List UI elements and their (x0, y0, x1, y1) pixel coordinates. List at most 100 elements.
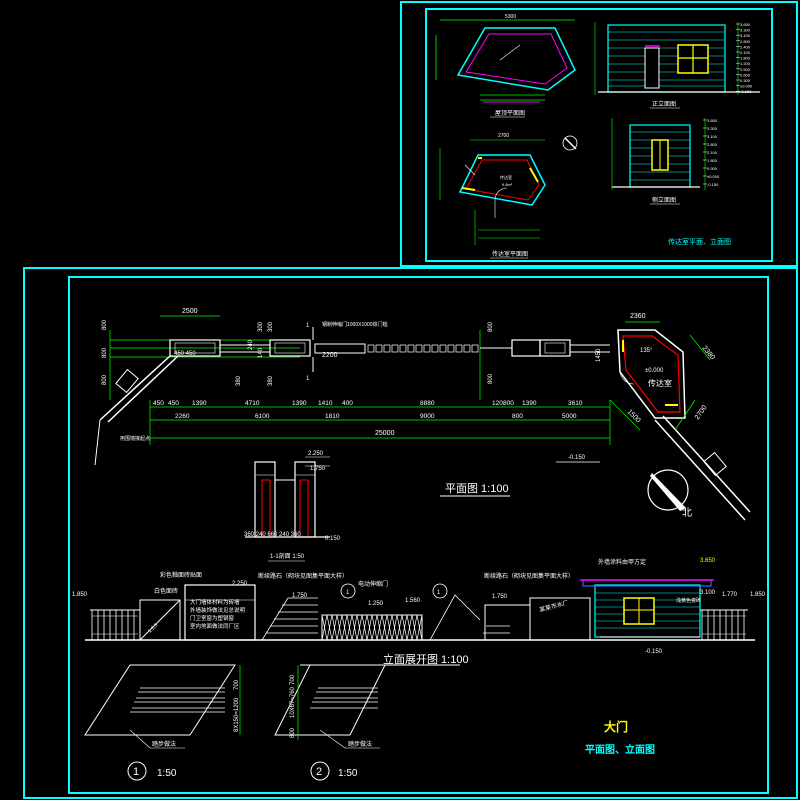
callout-mid-3: 断续路石（砌块见图集平面大样） (484, 572, 574, 580)
dim-chain-right: 800 800 (488, 321, 494, 384)
front-elev-tick: 0.600 (740, 72, 751, 77)
elevation-note-line: 外墙装饰做法见总说明 (190, 606, 246, 614)
side-elev-tick: 1.800 (707, 158, 718, 163)
detail-2-number: 2 (316, 766, 322, 778)
d1-caption: 踏步做法 (152, 740, 176, 748)
callout-right-2: 浅黄色瓷砖 (676, 597, 701, 604)
dim-row1-value: 450 (168, 400, 179, 407)
dim-vright-value: 800 (488, 373, 494, 384)
dim-row1-value: 450 (153, 400, 164, 407)
d1-v1: 700 (234, 679, 240, 690)
elev-l7: 3.650 (700, 558, 716, 564)
front-elev-tick: 2.400 (740, 44, 751, 49)
side-elev-tick: -0.150 (707, 182, 719, 187)
stair-detail-2: 700 10X67=760 800 踏步做法 2 1:50 (274, 664, 386, 781)
guard-room-label: 传达室 (648, 378, 672, 388)
front-elev-tick: 3.100 (740, 33, 751, 38)
elev-l2: 2.250 (232, 581, 248, 587)
dim-row2-value: 1810 (325, 413, 340, 420)
dim-row1-value: 400 (342, 400, 353, 407)
front-elev-tick: -0.150 (740, 89, 752, 94)
detail-2-scale: 1:50 (338, 768, 358, 779)
inset-inner-frame (425, 8, 773, 262)
section-1-1: 2.250 1.750 360 240 660 240 360 0.150 1-… (244, 451, 341, 562)
d2-v2: 10X67=760 (290, 686, 296, 718)
dim-vmid-value: 380 (268, 375, 274, 386)
side-elev-tick: 2.100 (707, 150, 718, 155)
dim-vleft-value: 800 (102, 319, 108, 330)
dim-vmid-value: 380 (236, 375, 242, 386)
front-elev-tick: 3.650 (740, 22, 751, 27)
front-elev-tick: ±0.000 (740, 84, 753, 89)
dim-row1-value: 1410 (318, 400, 333, 407)
dim-row1-value: 1390 (522, 400, 537, 407)
gate-zigzag-line (321, 614, 423, 641)
elev-l11: -0.150 (645, 649, 663, 655)
dim-total: 25000 (375, 430, 395, 437)
side-elev-tick: 3.300 (707, 126, 718, 131)
svg-text:1: 1 (346, 590, 350, 596)
inset-north-arrow (562, 135, 578, 151)
sheet-title: 大门 (604, 719, 628, 734)
svg-text:1: 1 (306, 323, 310, 329)
dim-row1-value: 1390 (192, 400, 207, 407)
dim-vmid-value: 240 (248, 339, 254, 350)
plan-left-arc-note: 用围墙接起点 (120, 435, 150, 442)
front-elevation: 3.6503.3003.1002.8002.4002.1001.8001.200… (594, 22, 760, 109)
dim-vmid-value: 140 (258, 347, 264, 358)
front-elev-title: 正立面图 (652, 100, 676, 108)
main-frame (23, 267, 798, 799)
side-elev-title: 侧立面图 (652, 196, 676, 204)
dim-row1-value: 800 (503, 400, 514, 407)
side-elev-tick: 2.800 (707, 142, 718, 147)
plan-title: 平面图 1:100 (445, 482, 509, 495)
dim-2360: 2360 (630, 313, 646, 320)
dim-vleft-value: 800 (102, 347, 108, 358)
callout-left-1: 彩色釉面砖贴面 (160, 571, 202, 579)
elevation-note-line: 大门墙体材料为砖墙 (190, 598, 240, 606)
callout-mid-1: 断续路石（砌块见图集平面大样） (258, 572, 348, 580)
svg-text:1: 1 (437, 590, 441, 596)
elev-0000: ±0.000 (645, 368, 664, 374)
section-bottom-elev: 0.150 (325, 536, 341, 542)
elevation-title: 立面展开图 1:100 (383, 652, 469, 666)
dim-450-450: 450 450 (174, 351, 196, 357)
section-top2-elev: 1.750 (310, 466, 326, 472)
elevation-note-line: 门卫室窗为塑钢窗 (190, 614, 235, 622)
elev-neg-0150: -0.150 (568, 455, 586, 461)
guard-floor-plan: 传达室 9.8m² 2700 传达室平面图 (439, 133, 578, 259)
floor-label: 传达室 (500, 174, 512, 180)
gate-zigzag-line (321, 614, 423, 641)
dim-2500: 2500 (182, 308, 198, 315)
dim-1500: 1500 (626, 408, 642, 424)
gate-track-segment (423, 344, 431, 353)
side-elevation: 3.6503.3003.1002.8002.1001.8000.900±0.00… (611, 118, 720, 205)
front-elev-tick: 3.300 (740, 28, 751, 33)
gate-track-segment (407, 344, 415, 353)
gate-elevation: 1.850 2.250 1.750 1 1 1.250 1.560 (72, 558, 766, 666)
callout-right: 外墙涂料由甲方定 (598, 558, 646, 566)
gate-track-segment (383, 344, 391, 353)
floor-plan-title: 传达室平面图 (492, 250, 528, 258)
dim-row2-value: 6100 (255, 413, 270, 420)
front-elevation-ticks: 3.6503.3003.1002.8002.4002.1001.8001.200… (736, 22, 753, 94)
callout-left-2: 白色面砖 (154, 587, 178, 595)
fence-right (701, 610, 746, 640)
dim-row2-value: 5000 (562, 413, 577, 420)
dim-vmid-value: 300 (268, 321, 274, 332)
dim-vright-value: 800 (488, 321, 494, 332)
angle-135: 135° (640, 348, 653, 354)
fence-left (91, 610, 138, 640)
gate-track-segment (471, 344, 479, 353)
side-elev-tick: 3.100 (707, 134, 718, 139)
dim-row2-value: 800 (512, 413, 523, 420)
roof-plan: 5300 屋顶平面图 (435, 14, 576, 118)
gate-track-segment (447, 344, 455, 353)
dim-2380: 2380 (700, 345, 715, 362)
elev-l3: 1.750 (292, 593, 308, 599)
side-elev-tick: 3.650 (707, 118, 718, 123)
